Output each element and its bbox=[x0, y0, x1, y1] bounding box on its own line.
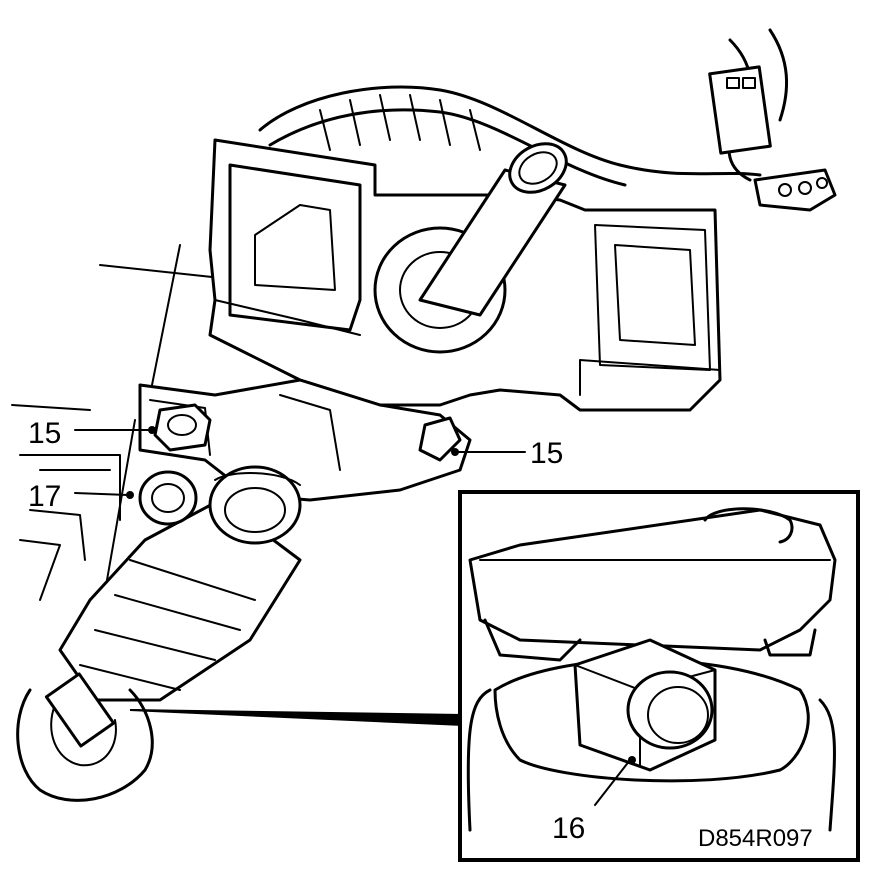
callout-16: 16 bbox=[552, 812, 585, 845]
callout-15-left: 15 bbox=[28, 417, 61, 450]
steering-wheel-hub bbox=[16, 672, 154, 802]
wiring-harness bbox=[258, 28, 837, 212]
detail-inset bbox=[458, 490, 860, 862]
steering-shaft bbox=[373, 142, 568, 354]
leader-lines bbox=[74, 426, 526, 499]
detail-pointer bbox=[129, 709, 463, 727]
column-tube bbox=[58, 465, 302, 702]
right-nut bbox=[418, 416, 462, 462]
left-bush bbox=[138, 470, 198, 526]
left-nut bbox=[153, 403, 212, 452]
figure-code: D854R097 bbox=[698, 825, 813, 852]
callout-15-right: 15 bbox=[530, 437, 563, 470]
callout-17: 17 bbox=[28, 480, 61, 513]
column-body bbox=[138, 378, 472, 502]
